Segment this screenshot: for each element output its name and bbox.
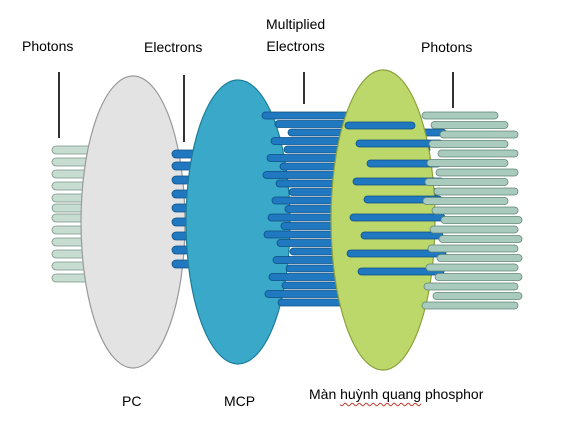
phosphor-label-prefix: Màn bbox=[309, 386, 341, 402]
output-photon-bar bbox=[421, 301, 519, 310]
output-photon-bar bbox=[436, 254, 523, 262]
output-photon-bar bbox=[429, 225, 519, 234]
output-photon-bar bbox=[425, 263, 519, 272]
photons-input-label: Photons bbox=[22, 38, 74, 54]
output-photon-bar bbox=[440, 216, 523, 224]
phosphor-label-underlined: huỳnh quang bbox=[340, 386, 422, 402]
electrons-label: Electrons bbox=[144, 39, 203, 55]
output-photon-bar bbox=[434, 273, 523, 281]
output-photon-bar bbox=[427, 244, 519, 253]
output-photon-bar bbox=[424, 178, 509, 186]
pc-label: PC bbox=[122, 393, 142, 409]
phosphor-electron-bar bbox=[349, 213, 446, 222]
output-photon-bar bbox=[421, 111, 499, 120]
output-photon-bar bbox=[428, 140, 509, 148]
multiplied-electrons-label-line2: Electrons bbox=[266, 38, 325, 54]
output-photon-bar bbox=[430, 121, 509, 129]
multiplied-electrons-label-line1: Multiplied bbox=[266, 16, 326, 32]
output-photon-bar bbox=[422, 197, 509, 205]
phosphor-screen-label: Màn huỳnh quang phosphor bbox=[309, 386, 483, 402]
output-photon-bar bbox=[437, 149, 519, 158]
multiplied-electrons-label: Multiplied Electrons bbox=[266, 16, 325, 55]
output-photon-bar bbox=[426, 159, 509, 167]
output-photon-bar bbox=[423, 282, 519, 291]
phosphor-electron-bar bbox=[357, 267, 445, 276]
phosphor-electron-bar bbox=[360, 231, 444, 240]
phosphor-label-suffix: phosphor bbox=[421, 386, 484, 402]
phosphor-electron-bar bbox=[346, 249, 447, 258]
phosphor-electron-bar bbox=[344, 121, 416, 130]
photons-output-label: Photons bbox=[421, 39, 473, 55]
output-photon-bar bbox=[433, 187, 519, 196]
output-photon-bar bbox=[438, 235, 523, 243]
output-photon-bar bbox=[439, 130, 519, 139]
microchannel-plate-disk bbox=[185, 79, 291, 365]
mcp-label: MCP bbox=[224, 393, 256, 409]
output-photon-bar bbox=[431, 206, 519, 215]
photocathode-disk bbox=[80, 75, 186, 369]
outgoing-photon-bars bbox=[421, 111, 523, 310]
output-photon-bar bbox=[435, 168, 519, 177]
output-photon-bar bbox=[432, 292, 523, 300]
